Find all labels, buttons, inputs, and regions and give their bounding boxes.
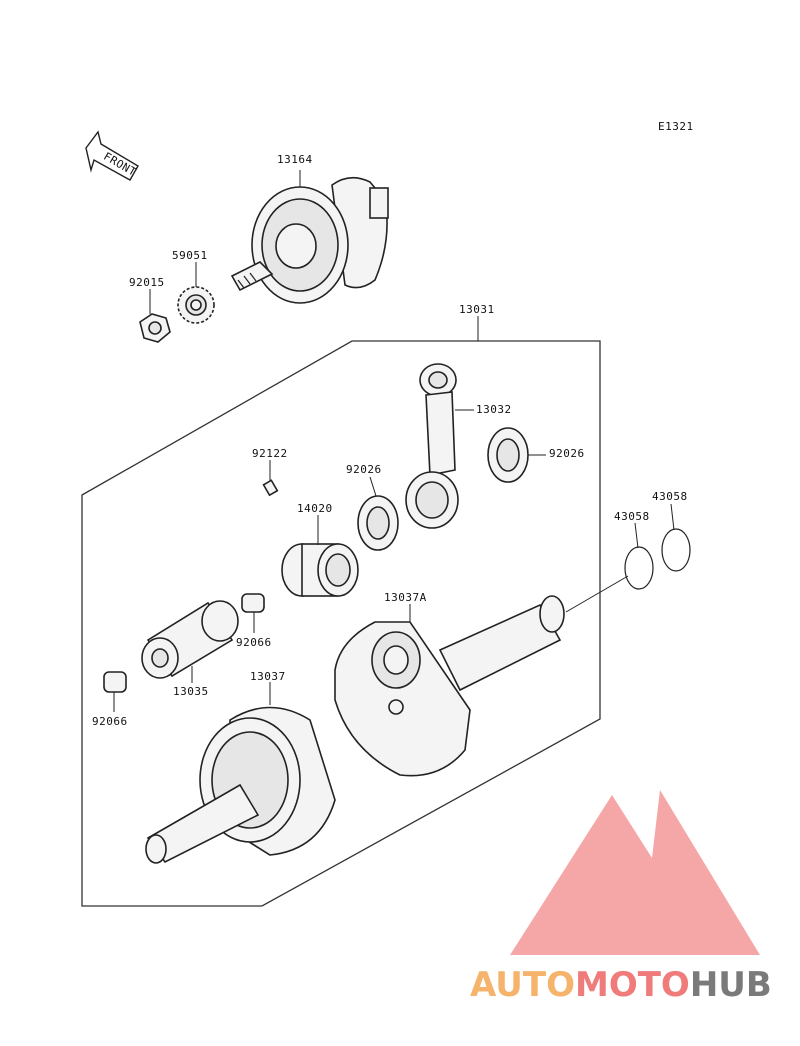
label-13037: 13037 [250, 670, 286, 683]
bushing-92066-upper [241, 593, 265, 613]
label-13031: 13031 [459, 303, 495, 316]
pin-92122 [262, 479, 279, 497]
label-92026-right: 92026 [549, 447, 585, 460]
label-13035: 13035 [173, 685, 209, 698]
bushing-92066-lower [103, 671, 127, 693]
assembly-frame [81, 340, 601, 907]
label-43058-upper: 43058 [652, 490, 688, 503]
label-13164: 13164 [277, 153, 313, 166]
diagram-code: E1321 [658, 120, 694, 133]
nut-92015 [139, 313, 171, 343]
label-92066-upper: 92066 [236, 636, 272, 649]
label-59051: 59051 [172, 249, 208, 262]
gear-59051 [177, 286, 215, 324]
ring-43058-a [624, 546, 654, 590]
needle-bearing-14020 [281, 543, 359, 597]
ring-43058-b [661, 528, 691, 572]
crankshaft-13037A [334, 595, 565, 777]
label-92122: 92122 [252, 447, 288, 460]
label-92026-left: 92026 [346, 463, 382, 476]
label-43058-lower: 43058 [614, 510, 650, 523]
label-13037A: 13037A [384, 591, 427, 604]
label-92066-lower: 92066 [92, 715, 128, 728]
watermark-logo-icon [510, 790, 760, 955]
connecting-rod-13032 [405, 363, 459, 529]
label-14020: 14020 [297, 502, 333, 515]
crank-pin-13035 [141, 600, 239, 679]
watermark-hub: HUB [690, 965, 772, 1005]
front-arrow-icon [85, 130, 139, 181]
label-92015: 92015 [129, 276, 165, 289]
crankshaft-13037 [145, 706, 336, 864]
balancer-shaft-13164 [230, 176, 389, 304]
label-13032: 13032 [476, 403, 512, 416]
watermark-auto: AUTO [470, 965, 575, 1005]
watermark-moto: MOTO [575, 965, 690, 1005]
watermark-text: AUTOMOTOHUB [470, 965, 772, 1005]
